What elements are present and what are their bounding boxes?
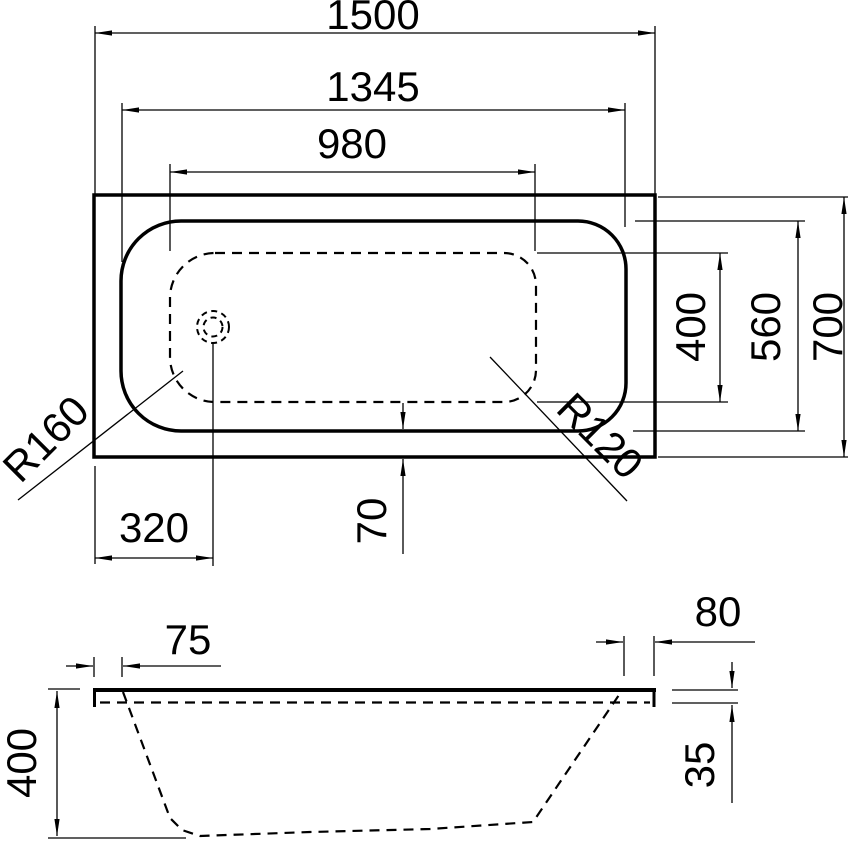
dim-700-label: 700 (804, 292, 850, 362)
side-view: 75 80 400 35 (0, 588, 755, 839)
drain-inner-circle (202, 316, 224, 338)
dim-1500-label: 1500 (326, 0, 419, 38)
dim-400-side-label: 400 (0, 728, 45, 798)
tub-inner-rim-outline (119, 219, 628, 433)
dim-980-label: 980 (317, 120, 387, 167)
dim-75-label: 75 (165, 616, 212, 663)
dim-35-label: 35 (676, 742, 723, 789)
dim-80-label: 80 (695, 588, 742, 635)
extension-lines-top-view (94, 26, 848, 566)
extension-lines-side-view (48, 636, 738, 839)
dim-400-top-label: 400 (667, 292, 714, 362)
drain-outer-circle (196, 310, 230, 344)
dim-560-label: 560 (742, 292, 789, 362)
leader-line-r160 (17, 370, 184, 501)
drain-icon (196, 310, 230, 344)
dim-320-label: 320 (119, 504, 189, 551)
tub-outer-outline (92, 193, 657, 459)
dim-70-label: 70 (348, 498, 395, 545)
leader-line-r120 (489, 356, 628, 502)
dimension-lines-top-view (95, 30, 847, 561)
basin-profile-hidden-edge (121, 691, 622, 838)
dim-1345-label: 1345 (326, 63, 419, 110)
basin-bottom-outline (168, 251, 538, 404)
top-view: 1500 1345 980 700 560 400 320 70 R160 R1… (0, 0, 850, 566)
